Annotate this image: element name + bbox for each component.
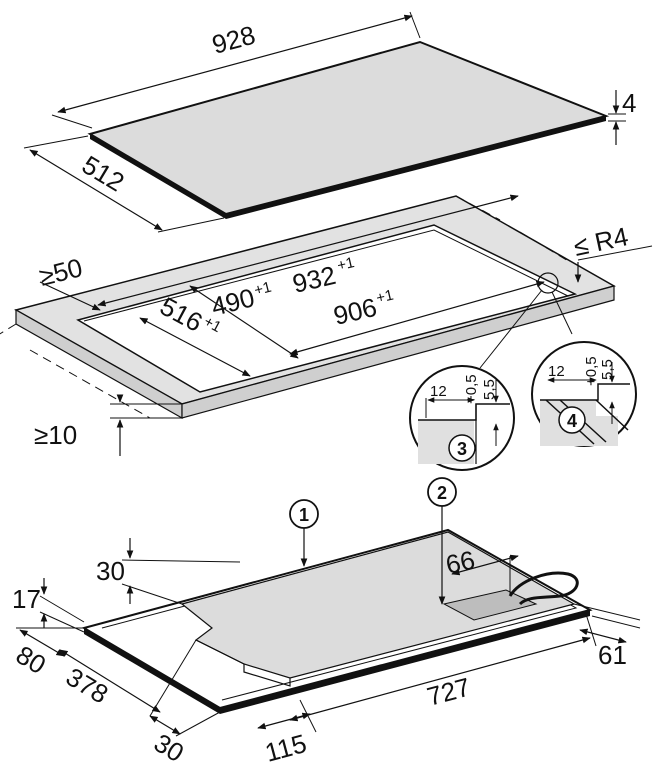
callout-2: 2	[427, 477, 457, 605]
dim-906-label: 906+1	[330, 287, 398, 331]
dim-490-tolerance: +1	[252, 279, 273, 300]
callout-1-number: 1	[299, 505, 309, 525]
dim-min-50-label: ≥50	[36, 252, 85, 292]
dim-66-label: 66	[443, 545, 478, 580]
glass-ceramic-top	[87, 40, 610, 219]
worktop-cutout	[0, 195, 616, 420]
dim-928-label: 928	[209, 20, 259, 60]
leader-detail-3	[479, 289, 543, 369]
dim-727-label: 727	[424, 672, 474, 712]
dimension-932: 932+1	[97, 194, 519, 307]
dim-378-label: 378	[61, 661, 114, 709]
dim-115-label: 115	[262, 728, 310, 768]
detail-3-tolerance: +0,5	[463, 374, 480, 404]
dimension-17: 17	[12, 578, 85, 633]
detail-4-width: 12	[548, 363, 565, 380]
dim-61-label: 61	[598, 640, 627, 670]
dimension-66: 66	[443, 545, 519, 594]
detail-4-tolerance: +0,5	[583, 356, 600, 386]
dim-906-value: 906	[331, 292, 380, 331]
corner-radius-label: ≤ R4	[571, 221, 631, 262]
callout-2-number: 2	[437, 483, 447, 503]
dim-30-top-label: 30	[96, 556, 125, 586]
dim-30-bottom-label: 30	[149, 727, 189, 768]
dim-906-tolerance: +1	[375, 287, 395, 307]
dim-490-label: 490+1	[208, 278, 276, 322]
dim-490-value: 490	[208, 282, 257, 322]
dimension-115: 115	[257, 699, 317, 768]
leader-detail-4	[551, 291, 573, 335]
detail-4-depth: 5,5	[599, 359, 616, 380]
dim-4-label: 4	[622, 88, 636, 118]
dimension-4: 4	[608, 88, 636, 145]
dim-17-label: 17	[12, 584, 41, 614]
dimension-61: 61	[573, 603, 641, 670]
dimension-30-top: 30	[96, 538, 241, 605]
dim-932-tolerance: +1	[336, 254, 356, 274]
detail-4-number: 4	[567, 411, 577, 431]
callout-1: 1	[289, 499, 319, 567]
detail-3-depth: 5,5	[481, 379, 498, 400]
detail-3-number: 3	[457, 439, 467, 459]
dimension-30-bottom: 30	[149, 711, 221, 768]
detail-3: 12 +0,5 5,5 3	[409, 365, 515, 471]
dim-min-10-label: ≥10	[34, 420, 77, 450]
dimension-min-10: ≥10	[34, 394, 182, 456]
detail-3-width: 12	[430, 383, 447, 400]
detail-4: 12 +0,5 5,5 4	[531, 341, 637, 447]
